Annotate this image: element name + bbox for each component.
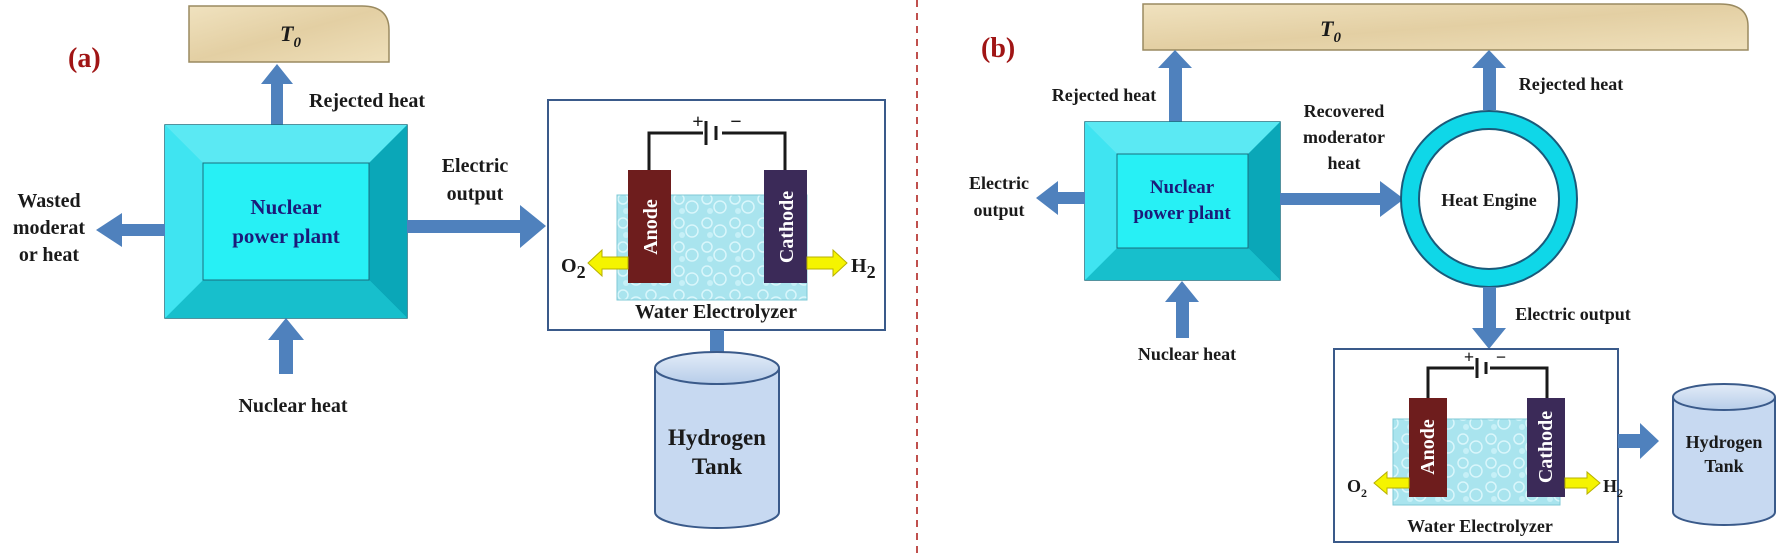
t0-box-b: T0	[1142, 3, 1749, 51]
svg-text:+: +	[692, 111, 703, 133]
svg-text:Anode: Anode	[640, 199, 662, 255]
svg-text:Heat Engine: Heat Engine	[1441, 190, 1537, 210]
electric-output-label-b-down: Electric output	[1515, 304, 1630, 324]
cathode-a	[764, 170, 807, 283]
nuclear-heat-arrow-a	[268, 318, 304, 374]
svg-text:Tank: Tank	[692, 454, 743, 479]
svg-text:moderator: moderator	[1303, 127, 1385, 147]
hydrogen-tank-a: Hydrogen Tank	[654, 351, 780, 529]
water-electrolyzer-b: + − Anode Cathode O2 H2 Water Electrolyz…	[1333, 347, 1623, 543]
svg-text:power plant: power plant	[232, 224, 340, 248]
panel-a: (a) T0 Rejected heat Nuclear power plant…	[13, 5, 886, 529]
svg-text:Nuclear: Nuclear	[250, 195, 321, 219]
svg-text:Electric: Electric	[442, 155, 509, 177]
recovered-heat-label-b: Recovered moderator heat	[1303, 101, 1385, 173]
wasted-heat-label-a: Wasted moderat or heat	[13, 190, 86, 266]
svg-text:+: +	[1464, 347, 1474, 367]
svg-text:H2: H2	[851, 255, 876, 282]
svg-text:moderat: moderat	[13, 217, 86, 239]
svg-text:Cathode: Cathode	[1535, 411, 1557, 483]
anode-b	[1409, 398, 1447, 497]
svg-text:Electric: Electric	[969, 173, 1029, 193]
svg-text:T0: T0	[280, 21, 301, 51]
rejected-heat-label-b-left: Rejected heat	[1052, 85, 1156, 105]
electric-output-arrow-a	[407, 205, 546, 248]
svg-text:output: output	[973, 200, 1024, 220]
svg-text:H2: H2	[1603, 476, 1623, 500]
svg-text:Recovered: Recovered	[1304, 101, 1385, 121]
t0-box-a: T0	[188, 5, 390, 63]
nuclear-power-plant-b: Nuclear power plant	[1084, 121, 1281, 281]
electric-output-arrow-b-down	[1472, 287, 1506, 349]
rejected-heat-label-b-right: Rejected heat	[1519, 74, 1623, 94]
panel-b: (b) T0 Rejected heat Rejected heat Nucle…	[969, 3, 1776, 543]
nuclear-heat-label-a: Nuclear heat	[238, 395, 347, 417]
hydrogen-tank-b: Hydrogen Tank	[1672, 383, 1776, 526]
svg-text:Cathode: Cathode	[776, 191, 798, 263]
o2-arrow-b	[1373, 470, 1410, 496]
electric-output-label-a: Electric output	[442, 155, 509, 205]
svg-text:power plant: power plant	[1133, 203, 1231, 224]
nuclear-heat-arrow-b	[1165, 281, 1199, 338]
svg-text:Nuclear: Nuclear	[1150, 177, 1215, 198]
svg-text:Hydrogen: Hydrogen	[668, 425, 766, 450]
h2-arrow-a	[806, 248, 848, 278]
o2-arrow-a	[587, 248, 629, 278]
rejected-heat-arrow-b-left	[1158, 50, 1192, 122]
wasted-heat-arrow-a	[96, 213, 165, 247]
rejected-heat-arrow-b-right	[1472, 50, 1506, 110]
svg-text:Tank: Tank	[1704, 456, 1743, 476]
svg-text:Water Electrolyzer: Water Electrolyzer	[635, 301, 797, 323]
cathode-b	[1527, 398, 1565, 497]
anode-a	[628, 170, 671, 283]
svg-text:Hydrogen: Hydrogen	[1686, 432, 1763, 452]
panel-a-label: (a)	[68, 43, 101, 74]
svg-text:O2: O2	[1347, 476, 1367, 500]
svg-text:Anode: Anode	[1417, 419, 1439, 475]
svg-text:−: −	[730, 111, 741, 133]
rejected-heat-label-a: Rejected heat	[309, 90, 425, 112]
svg-text:Wasted: Wasted	[17, 190, 80, 212]
tank-arrow-b	[1618, 423, 1659, 459]
rejected-heat-arrow-a	[261, 64, 293, 125]
svg-text:O2: O2	[561, 255, 586, 282]
svg-text:T0: T0	[1320, 16, 1341, 46]
panel-b-label: (b)	[981, 33, 1015, 64]
heat-engine-b: Heat Engine	[1400, 110, 1578, 288]
svg-text:heat: heat	[1328, 153, 1361, 173]
svg-text:or heat: or heat	[19, 244, 80, 266]
electric-output-arrow-b-left	[1036, 181, 1085, 215]
recovered-heat-arrow-b	[1280, 181, 1404, 217]
h2-arrow-b	[1564, 470, 1601, 496]
svg-text:−: −	[1496, 347, 1506, 367]
nuclear-heat-label-b: Nuclear heat	[1138, 344, 1236, 364]
svg-text:output: output	[447, 183, 504, 205]
svg-text:Water Electrolyzer: Water Electrolyzer	[1407, 516, 1553, 536]
nuclear-power-plant-a: Nuclear power plant	[164, 124, 408, 319]
electric-output-label-b-left: Electric output	[969, 173, 1029, 220]
water-electrolyzer-a: + − Anode Cathode O2 H2 Water Electrolyz…	[547, 99, 886, 331]
